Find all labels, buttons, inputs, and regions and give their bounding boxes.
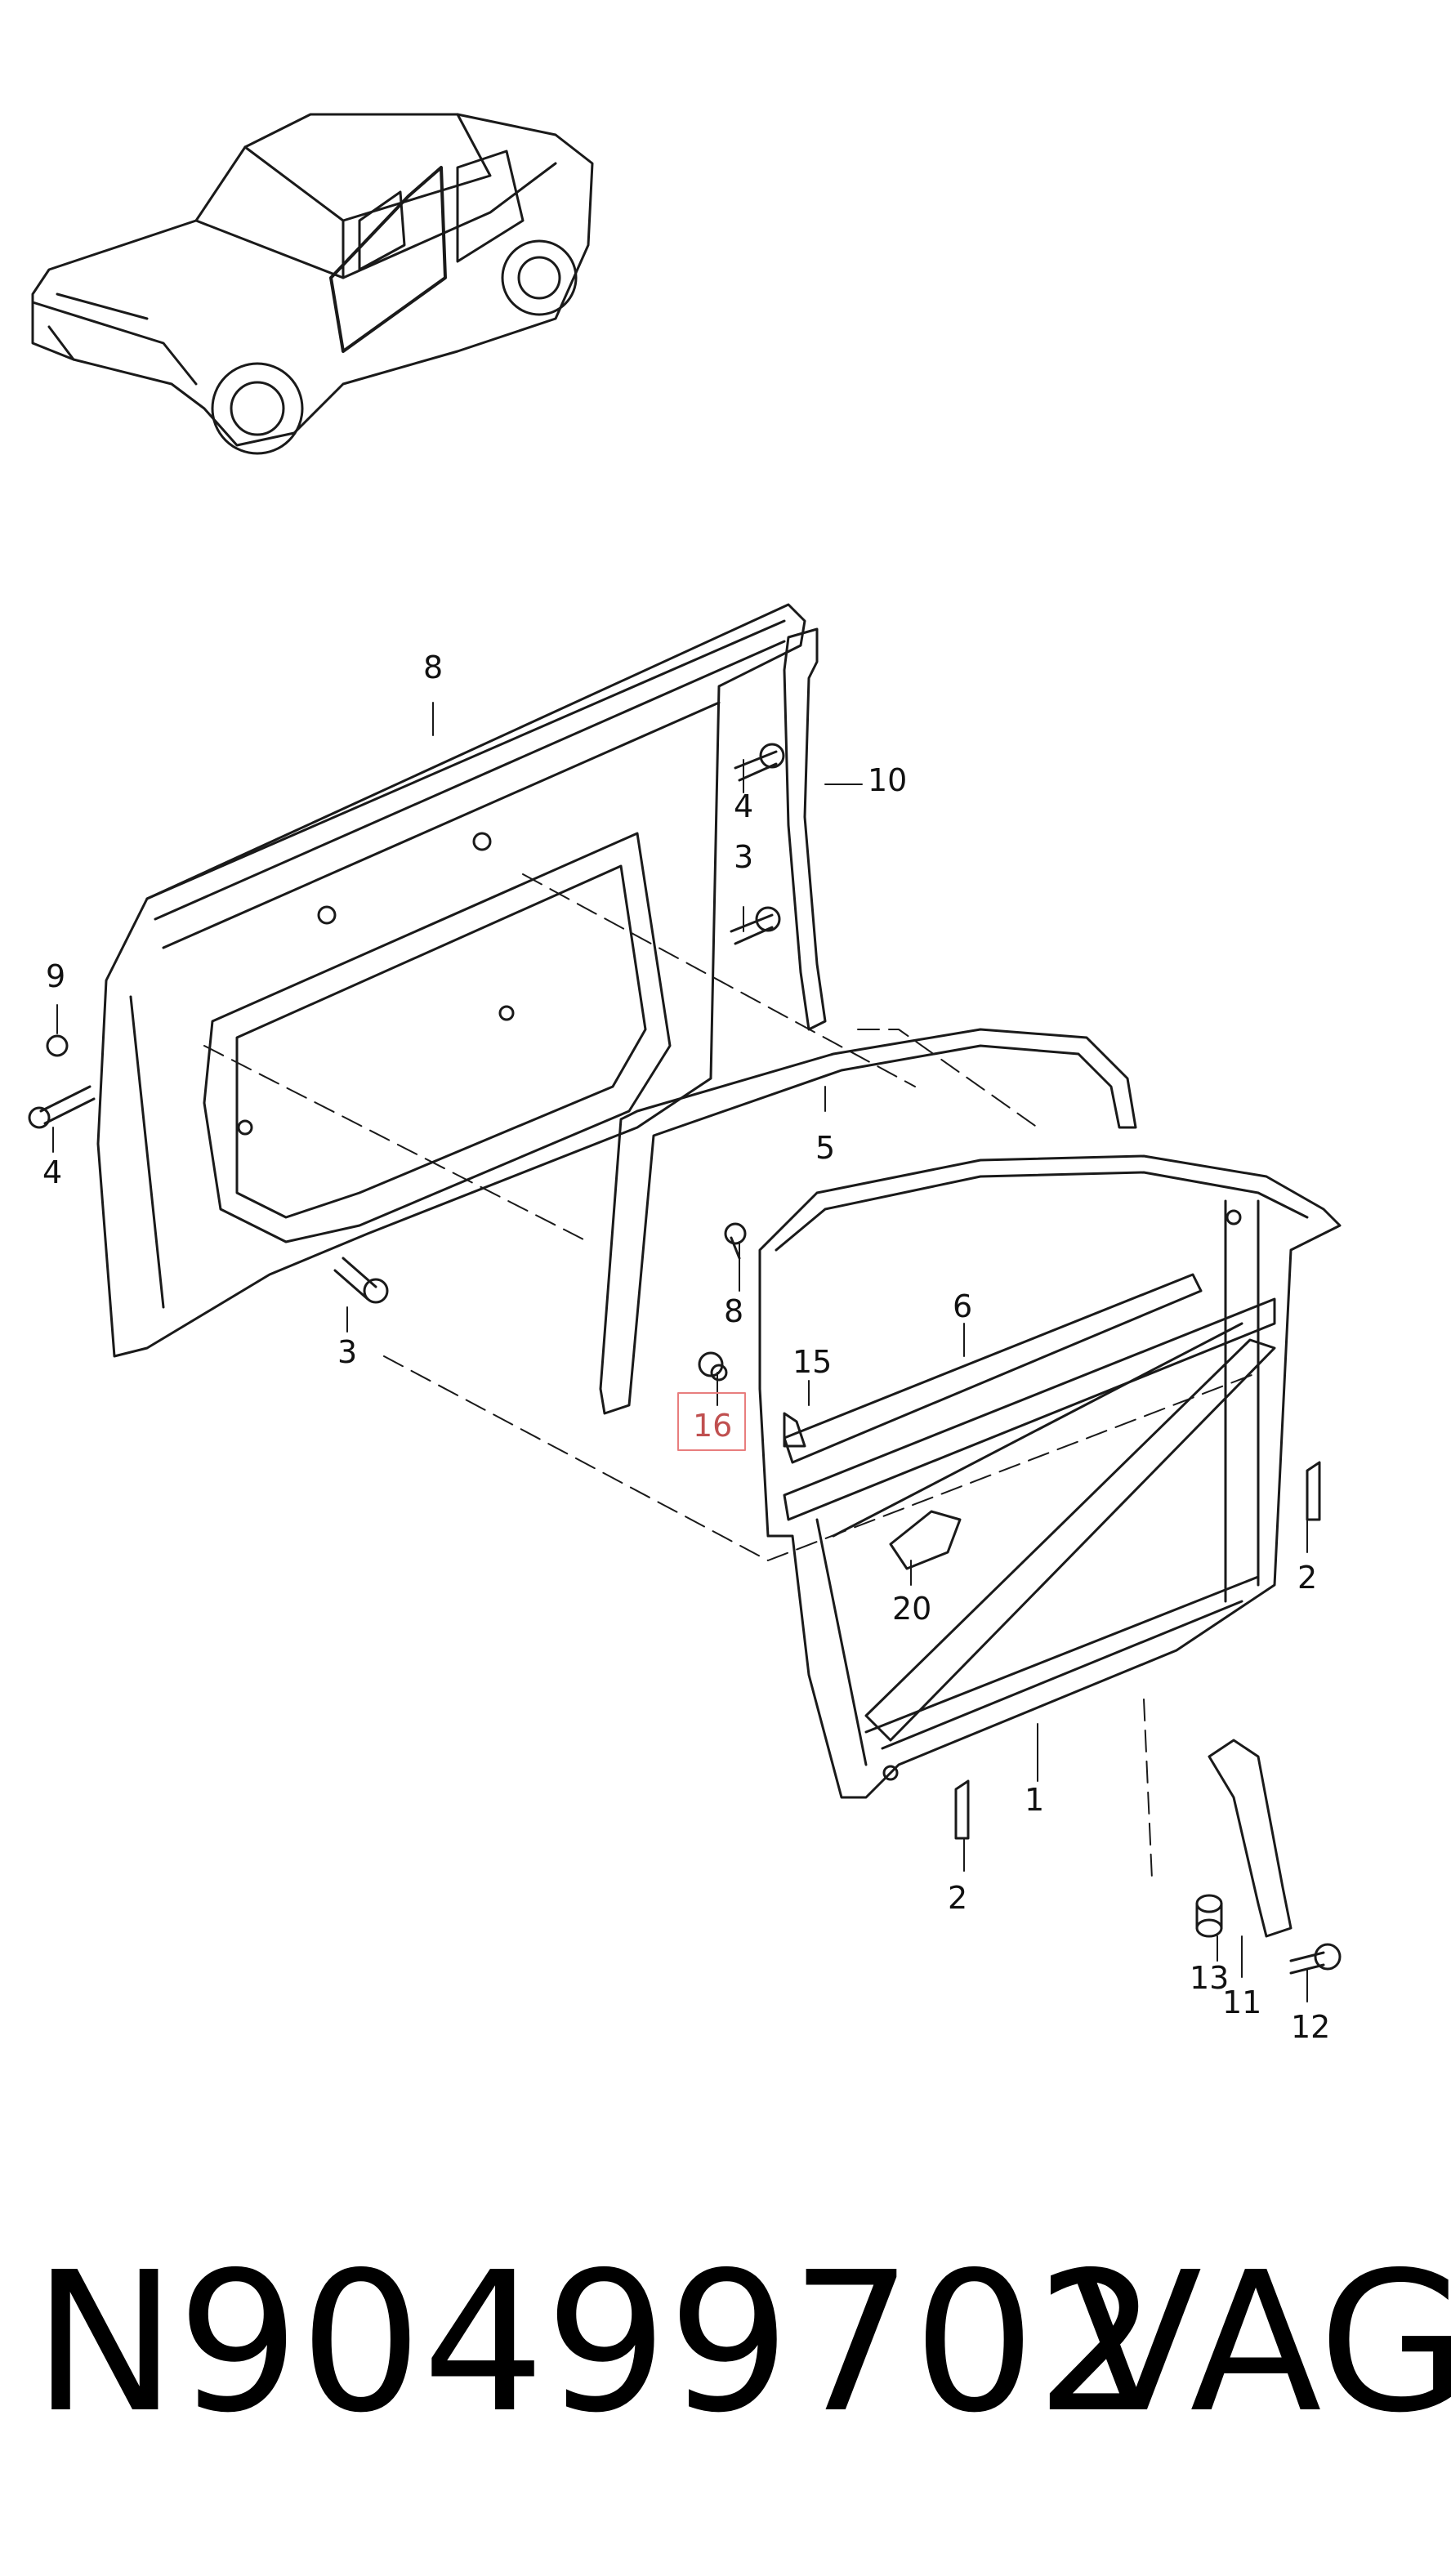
highlight-box <box>677 1392 746 1451</box>
callout-12: 12 <box>1291 2009 1330 2045</box>
callout-13: 13 <box>1190 1960 1229 1996</box>
callout-10: 10 <box>868 762 907 798</box>
hinge <box>1208 1739 1293 1938</box>
car-thumbnail <box>31 113 594 455</box>
callout-1: 1 <box>1025 1782 1044 1818</box>
callout-7: 8 <box>423 650 443 685</box>
callout-4-upper: 4 <box>734 788 753 824</box>
leader-lines <box>52 702 1308 2002</box>
callout-3-upper: 3 <box>734 839 753 875</box>
callout-5: 5 <box>815 1130 835 1166</box>
callout-6: 6 <box>953 1288 972 1324</box>
fastener-parts <box>28 743 1342 1975</box>
sleeve <box>1195 1894 1223 1938</box>
callout-4-lower: 4 <box>42 1154 62 1190</box>
callout-8: 8 <box>724 1293 743 1329</box>
trim-strip <box>783 627 827 1031</box>
part-number: N90499702 <box>33 2230 1159 2455</box>
door-seal <box>599 1028 1137 1415</box>
callout-15: 15 <box>792 1344 832 1380</box>
bracket <box>889 1510 962 1570</box>
callout-9: 9 <box>46 958 65 994</box>
dashed-guides <box>203 873 1259 1880</box>
callout-2-bottom: 2 <box>948 1880 967 1916</box>
door-frame <box>758 1154 1342 1799</box>
callout-3-lower: 3 <box>337 1334 357 1370</box>
brand-label: VAG <box>1070 2230 1451 2455</box>
callout-2-right: 2 <box>1297 1560 1317 1596</box>
window-run-strip <box>783 1273 1203 1464</box>
inner-door-panel <box>96 603 806 1358</box>
callout-11: 11 <box>1222 1984 1261 2020</box>
callout-16: 16 <box>693 1408 732 1444</box>
callout-20: 20 <box>892 1591 931 1627</box>
